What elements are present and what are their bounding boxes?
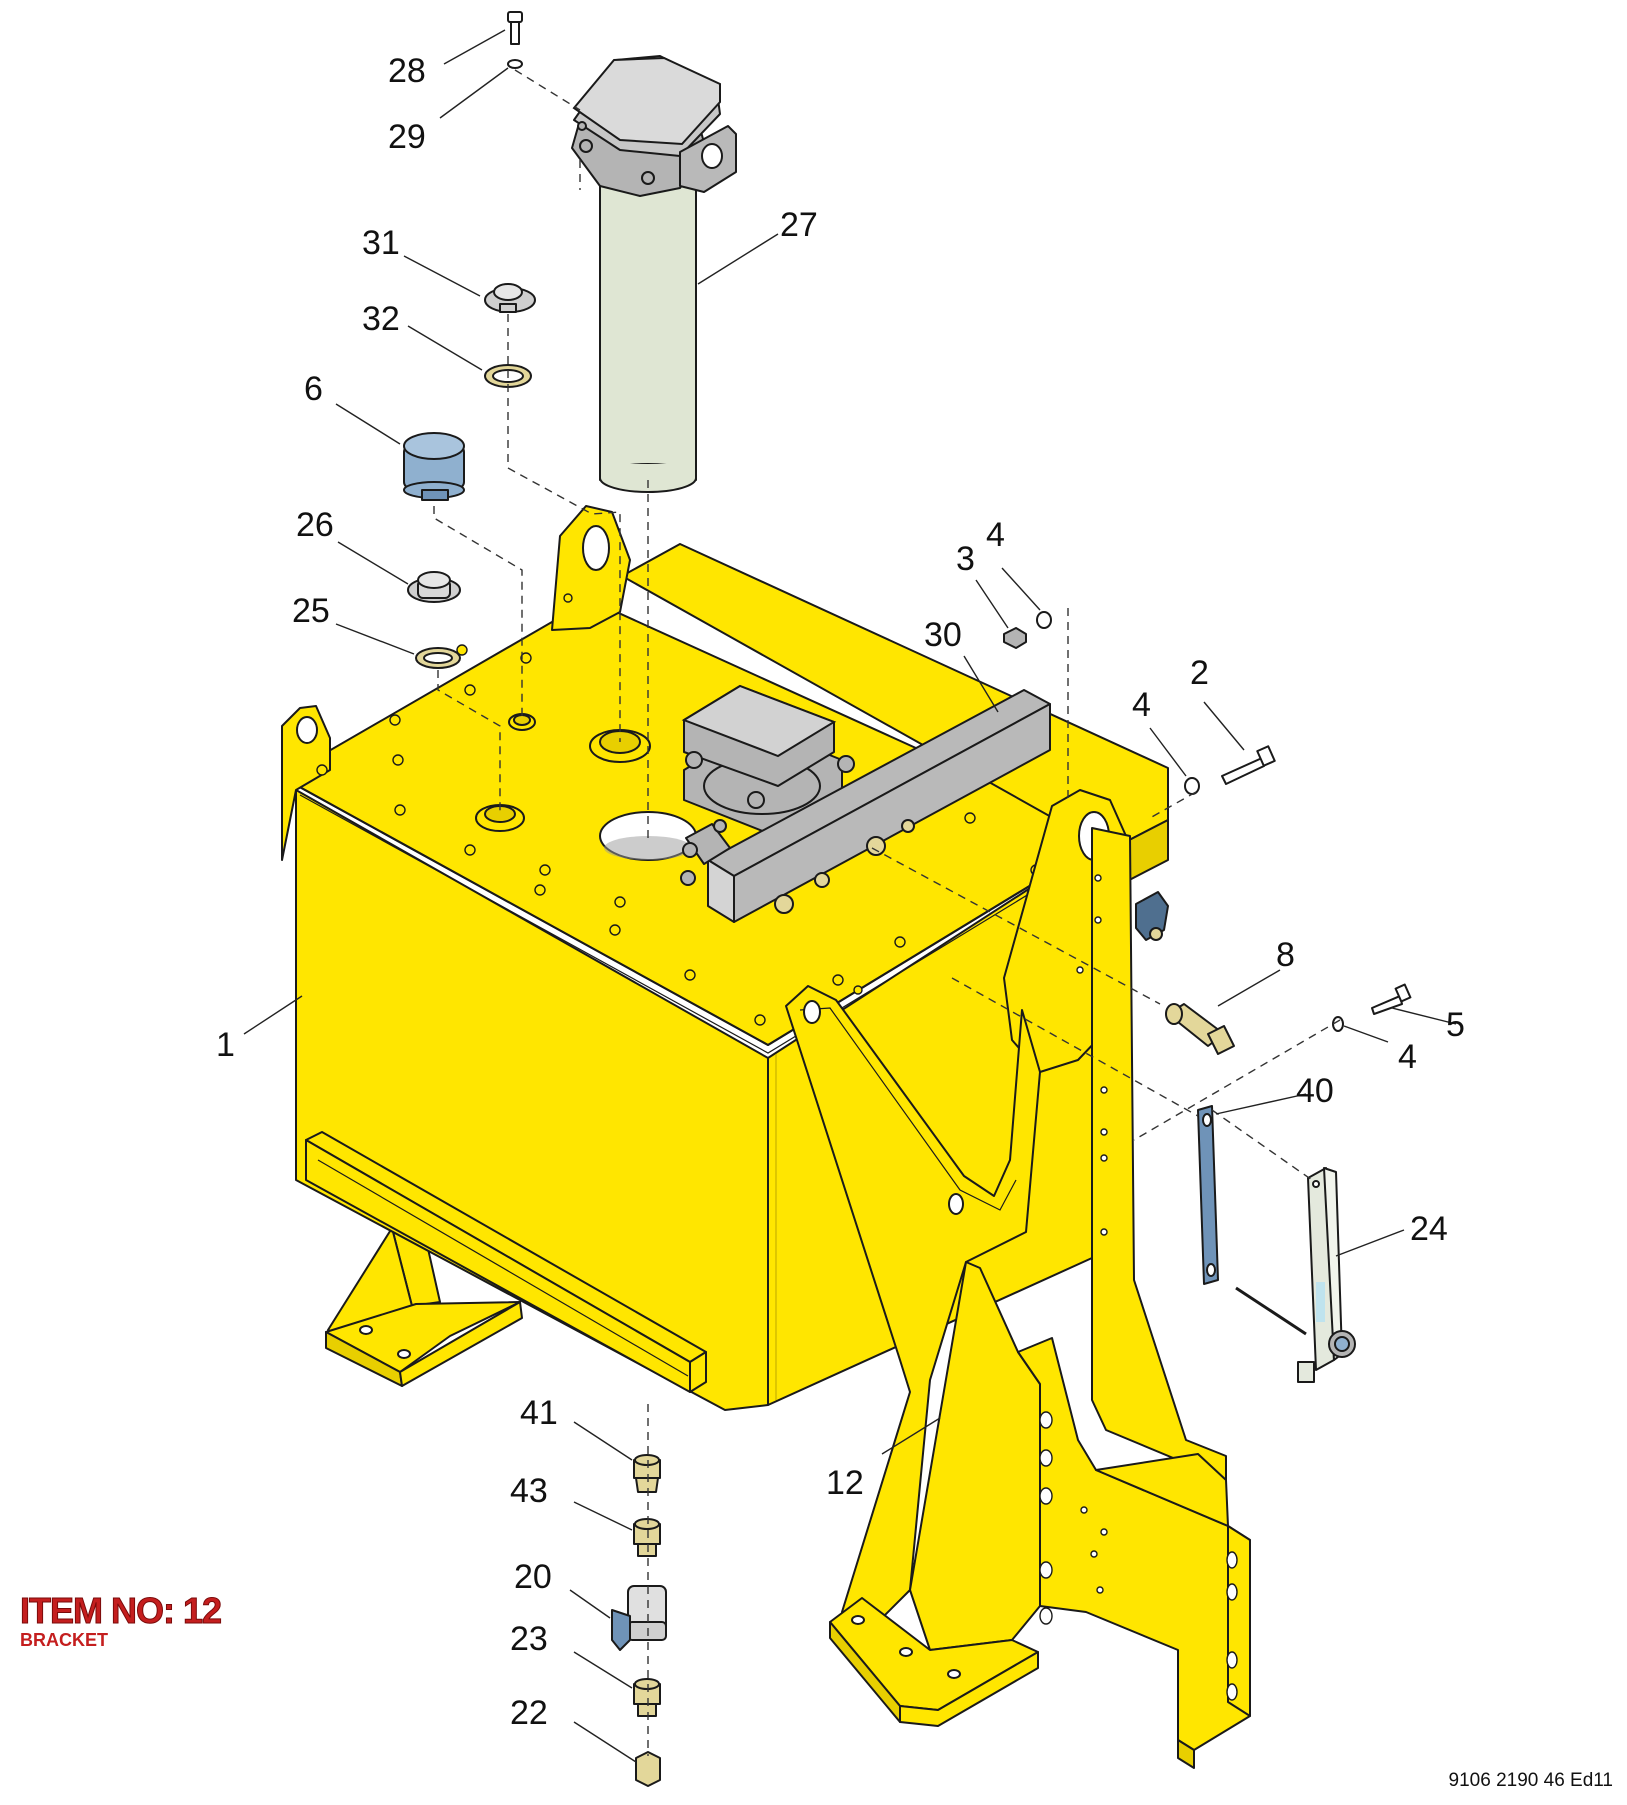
leader-lines [243,29,1457,1763]
left-support-foot [325,1221,523,1387]
callout-20: 20 [514,1558,552,1596]
level-gauge-item-24[interactable] [1235,1167,1356,1383]
callout-3: 3 [956,540,975,578]
callout-24: 24 [1410,1210,1448,1248]
inlet-manifold [681,684,855,835]
hydraulic-tank [281,505,1169,1411]
callout-6: 6 [304,370,323,408]
callout-1: 1 [216,1026,235,1064]
washer-item-4-top[interactable] [1036,611,1052,629]
item-label-block: ITEM NO: 12 BRACKET [19,1590,222,1650]
callout-28: 28 [388,52,426,90]
plug-item-31[interactable] [484,283,536,313]
return-filter-item-27[interactable] [571,55,737,493]
item-number-title: ITEM NO: 12 [19,1590,222,1631]
callout-labels: 28 29 27 31 32 6 26 25 4 3 30 2 4 8 5 4 … [216,52,1465,1732]
callout-40: 40 [1296,1072,1334,1110]
callout-22: 22 [510,1694,548,1732]
cap-item-22[interactable] [635,1751,661,1787]
callout-12: 12 [826,1464,864,1502]
washer-item-4-low[interactable] [1332,1016,1344,1032]
callout-41: 41 [520,1394,558,1432]
plug-item-26[interactable] [407,571,461,603]
ball-valve-item-20[interactable] [611,1585,667,1651]
nut-item-3[interactable] [1003,627,1027,649]
callout-23: 23 [510,1620,548,1658]
washer-item-4-mid[interactable] [1184,777,1200,795]
breather-cap-item-6[interactable] [403,432,465,501]
item-name: BRACKET [20,1630,108,1650]
callout-2: 2 [1190,654,1209,692]
adapter-item-41[interactable] [633,1454,661,1493]
callout-4-mid: 4 [1132,686,1151,724]
callout-31: 31 [362,224,400,262]
callout-4-low: 4 [1398,1038,1417,1076]
adapter-item-43[interactable] [633,1518,661,1557]
gasket-item-40[interactable] [1197,1105,1219,1285]
washer-item-29[interactable] [507,59,523,69]
callout-29: 29 [388,118,426,156]
manifold-bar [680,689,1051,923]
adapter-item-23[interactable] [633,1678,661,1717]
callout-26: 26 [296,506,334,544]
bracket-item-12[interactable] [785,789,1251,1769]
bolt-item-2[interactable] [1221,745,1276,785]
callout-5: 5 [1446,1006,1465,1044]
callout-4-top: 4 [986,516,1005,554]
bolt-item-5[interactable] [1371,983,1412,1015]
screw-item-28[interactable] [507,11,523,45]
callout-30: 30 [924,616,962,654]
callout-27: 27 [780,206,818,244]
callout-8: 8 [1276,936,1295,974]
callout-43: 43 [510,1472,548,1510]
valve-item-8[interactable] [1165,1003,1235,1055]
callout-32: 32 [362,300,400,338]
seal-ring-item-25[interactable] [415,647,461,669]
callout-25: 25 [292,592,330,630]
elbow-fitting [1135,891,1169,941]
assembly-lines [433,69,1341,1756]
document-reference: 9106 2190 46 Ed11 [1448,1770,1613,1791]
